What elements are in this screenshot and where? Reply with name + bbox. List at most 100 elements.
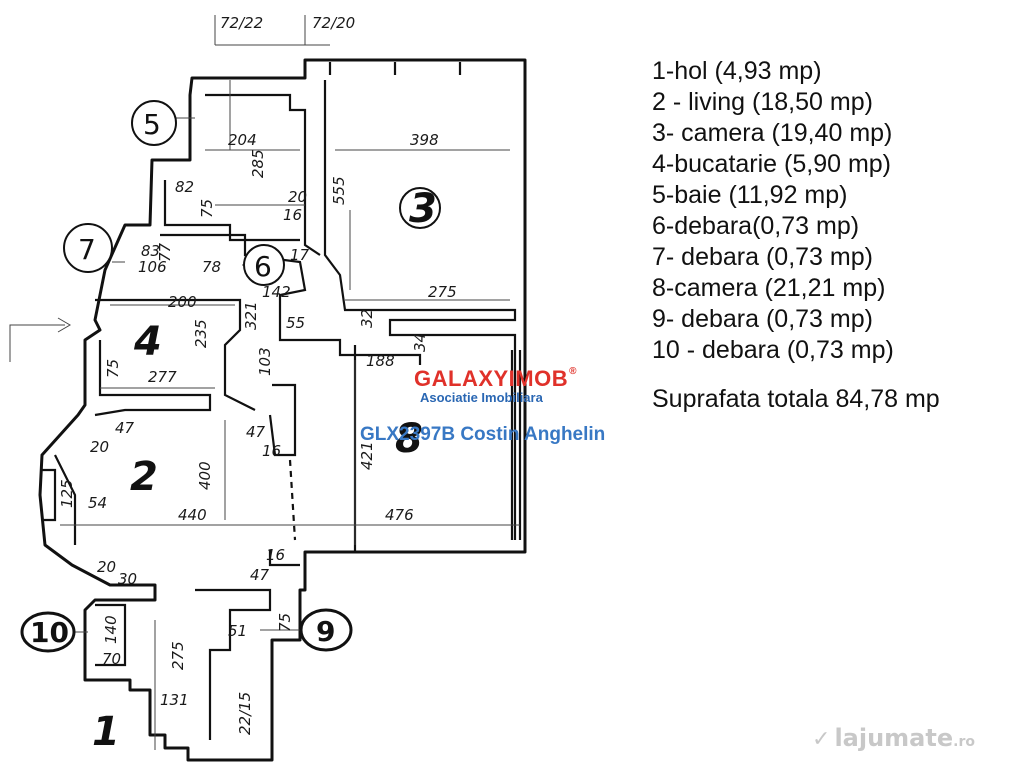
dimension-label: 75 (104, 359, 122, 378)
legend-item: 2 - living (18,50 mp) (652, 88, 873, 116)
dimension-label: 421 (358, 441, 376, 470)
dimension-label: 32 (358, 309, 376, 328)
dimension-label: 400 (196, 461, 214, 490)
site-watermark-domain: .ro (953, 734, 975, 750)
legend-item: 7- debara (0,73 mp) (652, 243, 873, 271)
dimension-label: 275 (169, 641, 187, 670)
dimension-label: 51 (228, 622, 247, 640)
dimension-label: 20 (90, 438, 109, 456)
room-3-circle (399, 187, 441, 229)
dimension-label: 476 (385, 506, 414, 524)
dimension-label: 22/15 (236, 692, 254, 735)
interior-wall (288, 459, 297, 541)
dimension-label: 398 (410, 131, 439, 149)
marker-7: 7 (78, 233, 96, 266)
dimension-label: 16 (266, 546, 285, 564)
dimension-label: 103 (256, 347, 274, 376)
legend-item: 5-baie (11,92 mp) (652, 181, 848, 209)
registered-mark: ® (569, 366, 577, 377)
interior-wall (195, 588, 272, 740)
dimension-label: 204 (228, 131, 257, 149)
checkmark-icon: ✓ (812, 727, 831, 752)
marker-5: 5 (143, 108, 161, 141)
watermark-brand: GALAXYIMOB® (414, 366, 577, 392)
dimension-label: 555 (330, 176, 348, 205)
dimension-label: 77 (156, 242, 174, 262)
marker-6: 6 (254, 250, 272, 283)
dimension-label: 285 (249, 149, 267, 178)
marker-circle (63, 223, 113, 273)
dimension-label: 47 (115, 419, 135, 437)
dimension-label: 142 (262, 283, 291, 301)
dimension-label: 47 (250, 566, 270, 584)
legend-item: 8-camera (21,21 mp) (652, 274, 886, 302)
window (328, 62, 462, 75)
room-3-number: 3 (409, 186, 437, 232)
interior-wall (268, 383, 297, 457)
dimension-label: 200 (168, 293, 197, 311)
dimension-label: 106 (138, 258, 167, 276)
dimension-label: 235 (192, 319, 210, 348)
dimension-label: 75 (198, 199, 216, 218)
dimension-label: 16 (262, 442, 281, 460)
header-mark: 72/22 (220, 14, 263, 32)
room-2-number: 2 (130, 454, 158, 500)
watermark-agent: GLX2397B Costin Anghelin (360, 424, 606, 445)
interior-wall (323, 80, 517, 540)
room-1-number: 1 (92, 709, 120, 755)
dimension-label: 54 (88, 494, 107, 512)
marker-10: 10 (30, 616, 69, 649)
room-8-number: 8 (395, 416, 423, 462)
legend-item: 10 - debara (0,73 mp) (652, 336, 894, 364)
interior-wall (54, 454, 77, 545)
dimension-label: 440 (178, 506, 207, 524)
dimension-label: 140 (102, 615, 120, 644)
outer-wall (38, 58, 527, 762)
interior-wall (205, 93, 321, 256)
marker-circle (20, 611, 76, 653)
dimension-label: 275 (428, 283, 457, 301)
dimension-label: 75 (276, 613, 294, 632)
dimension-label: 83 (141, 242, 160, 260)
dimension-label: 78 (202, 258, 221, 276)
marker-circle (131, 100, 177, 146)
dimension-label: 20 (288, 188, 307, 206)
dimension-label: 20 (97, 558, 116, 576)
dimension-label: 30 (118, 570, 137, 588)
interior-wall (95, 298, 256, 411)
legend-item: 3- camera (19,40 mp) (652, 119, 893, 147)
interior-wall (163, 180, 300, 242)
marker-9: 9 (316, 615, 335, 648)
dimension-label: 17 (290, 246, 310, 264)
dimension-label: 82 (175, 178, 194, 196)
dimension-line (214, 15, 330, 46)
dimension-label: 34 (411, 333, 429, 352)
room-legend: 1-hol (4,93 mp) 2 - living (18,50 mp) 3-… (652, 56, 1024, 415)
dimension-label: 16 (283, 206, 302, 224)
marker-circle (243, 244, 285, 286)
dimension-label: 131 (160, 691, 189, 709)
total-area: Suprafata totala 84,78 mp (652, 385, 940, 413)
dimension-label: 188 (366, 352, 395, 370)
interior-wall (160, 233, 422, 365)
dimension-label: 47 (246, 423, 266, 441)
header-mark: 72/20 (312, 14, 355, 32)
site-watermark: ✓lajumate.ro (812, 724, 975, 752)
interior-wall (94, 340, 212, 417)
dimension-label: 321 (242, 301, 260, 330)
room-4-number: 4 (133, 319, 162, 365)
legend-item: 4-bucatarie (5,90 mp) (652, 150, 892, 178)
dimension-label: 70 (102, 650, 121, 668)
watermark-subtitle: Asociatie Imobiliara (420, 390, 543, 405)
legend-item: 6-debara(0,73 mp) (652, 212, 860, 240)
legend-item: 9- debara (0,73 mp) (652, 305, 873, 333)
floor-plan: 72/22 72/20 5 6 7 9 10 3 4 2 8 1 204 285… (9, 14, 527, 762)
dimension-label: 55 (286, 314, 305, 332)
site-watermark-name: lajumate (834, 724, 954, 752)
marker-circle (299, 608, 353, 652)
dimension-label: 125 (58, 479, 76, 508)
window (510, 350, 522, 540)
arrow (9, 317, 71, 362)
watermark-brand-name: GALAXYIMOB (414, 366, 569, 391)
interior-wall (95, 603, 127, 667)
